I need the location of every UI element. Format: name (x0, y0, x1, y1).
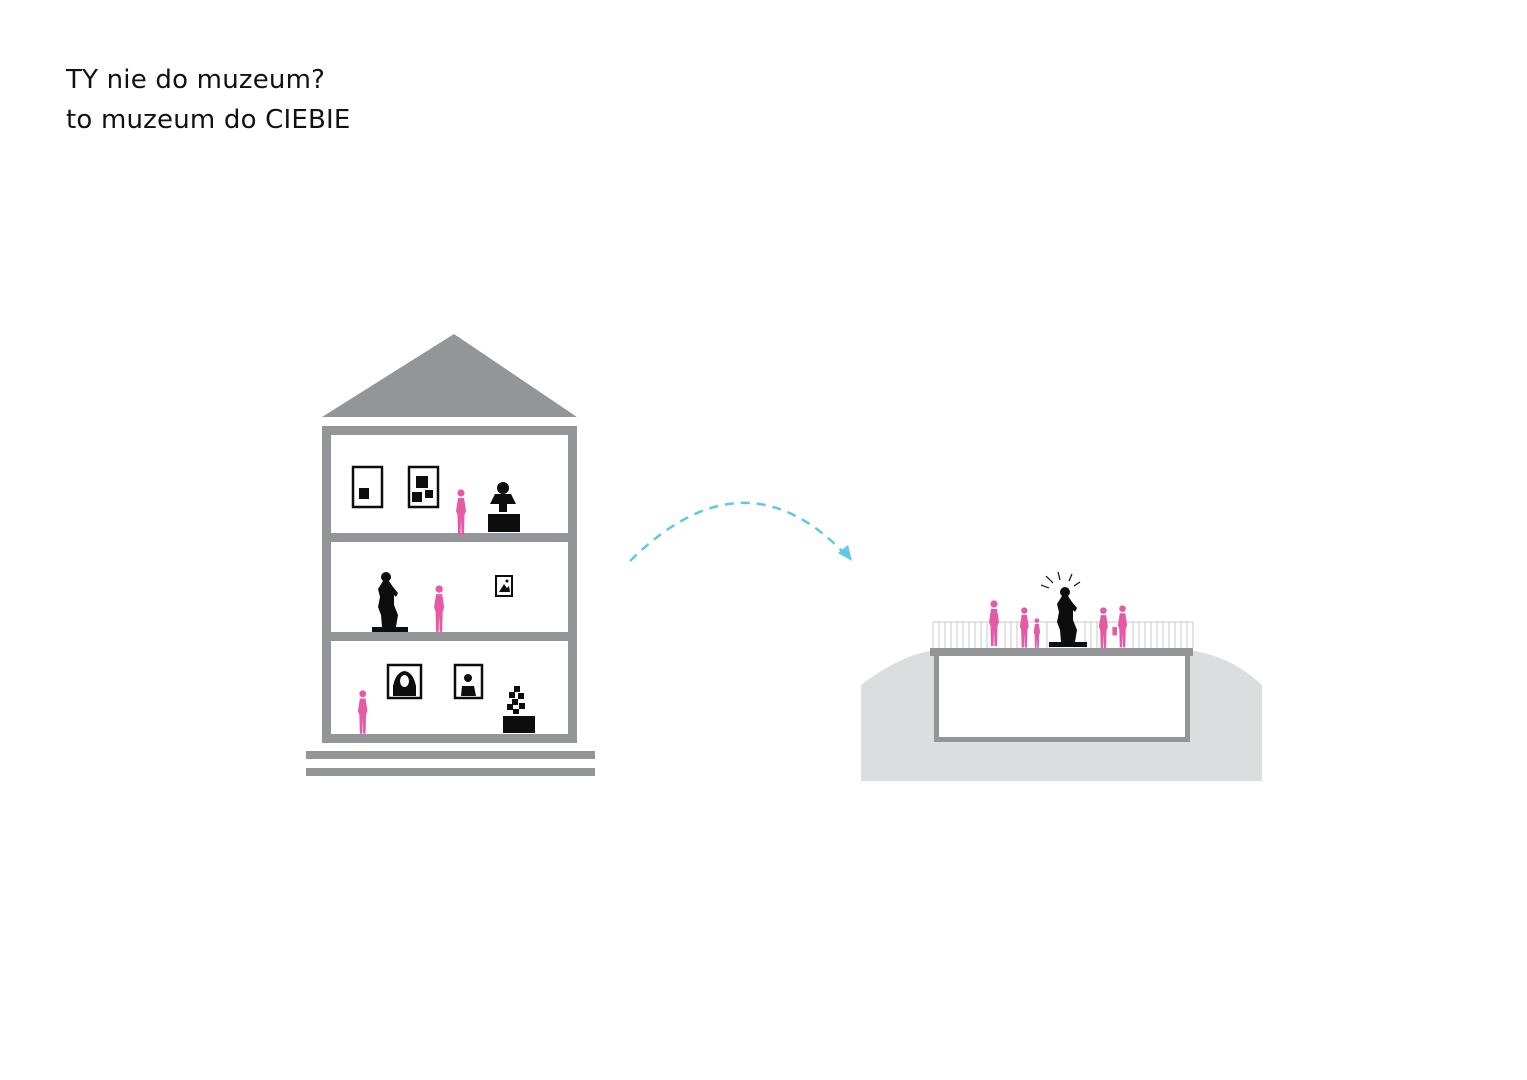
page-title: TY nie do muzeum? to muzeum do CIEBIE (66, 60, 351, 140)
museum-step-2 (306, 768, 595, 776)
pavilion-left-wall (934, 654, 939, 742)
framed-painting-icon (453, 663, 484, 700)
pavilion-right-wall (1185, 654, 1190, 742)
person-silhouette-icon (434, 585, 445, 632)
sculpture-icon (503, 686, 535, 733)
pavilion-interior (934, 654, 1190, 742)
museum-step-1 (306, 751, 595, 759)
statue-icon (372, 572, 408, 632)
museum-right-wall (568, 426, 577, 743)
pavilion-roof-slab (930, 648, 1193, 656)
title-line-1: TY nie do muzeum? (66, 65, 326, 95)
museum-floor-slab-2 (322, 632, 577, 641)
framed-painting-icon (495, 575, 513, 597)
museum-roof (322, 334, 577, 417)
pavilion-floor (934, 737, 1190, 742)
bust-icon (488, 482, 520, 532)
framed-painting-icon (407, 465, 440, 509)
person-silhouette-icon (989, 600, 999, 646)
framed-painting-icon (386, 663, 423, 700)
dashed-arc-arrow-icon (629, 501, 852, 562)
person-silhouette-icon (456, 489, 466, 535)
person-silhouette-icon (1112, 605, 1128, 648)
person-silhouette-icon (1033, 618, 1041, 648)
glow-rays (1040, 571, 1081, 589)
museum-left-wall (322, 426, 331, 743)
person-silhouette-icon (357, 690, 368, 734)
museum-top-slab (322, 426, 577, 435)
rooftop-pavilion-icon (861, 571, 1262, 781)
person-silhouette-icon (1098, 607, 1108, 649)
title-line-2: to muzeum do CIEBIE (66, 105, 351, 135)
museum-ground-slab (322, 734, 577, 743)
museum-building-icon (306, 334, 595, 776)
statue-icon (1049, 587, 1087, 647)
framed-painting-icon (351, 465, 384, 509)
museum-floor-slab-1 (322, 533, 577, 542)
person-silhouette-icon (1019, 607, 1029, 648)
